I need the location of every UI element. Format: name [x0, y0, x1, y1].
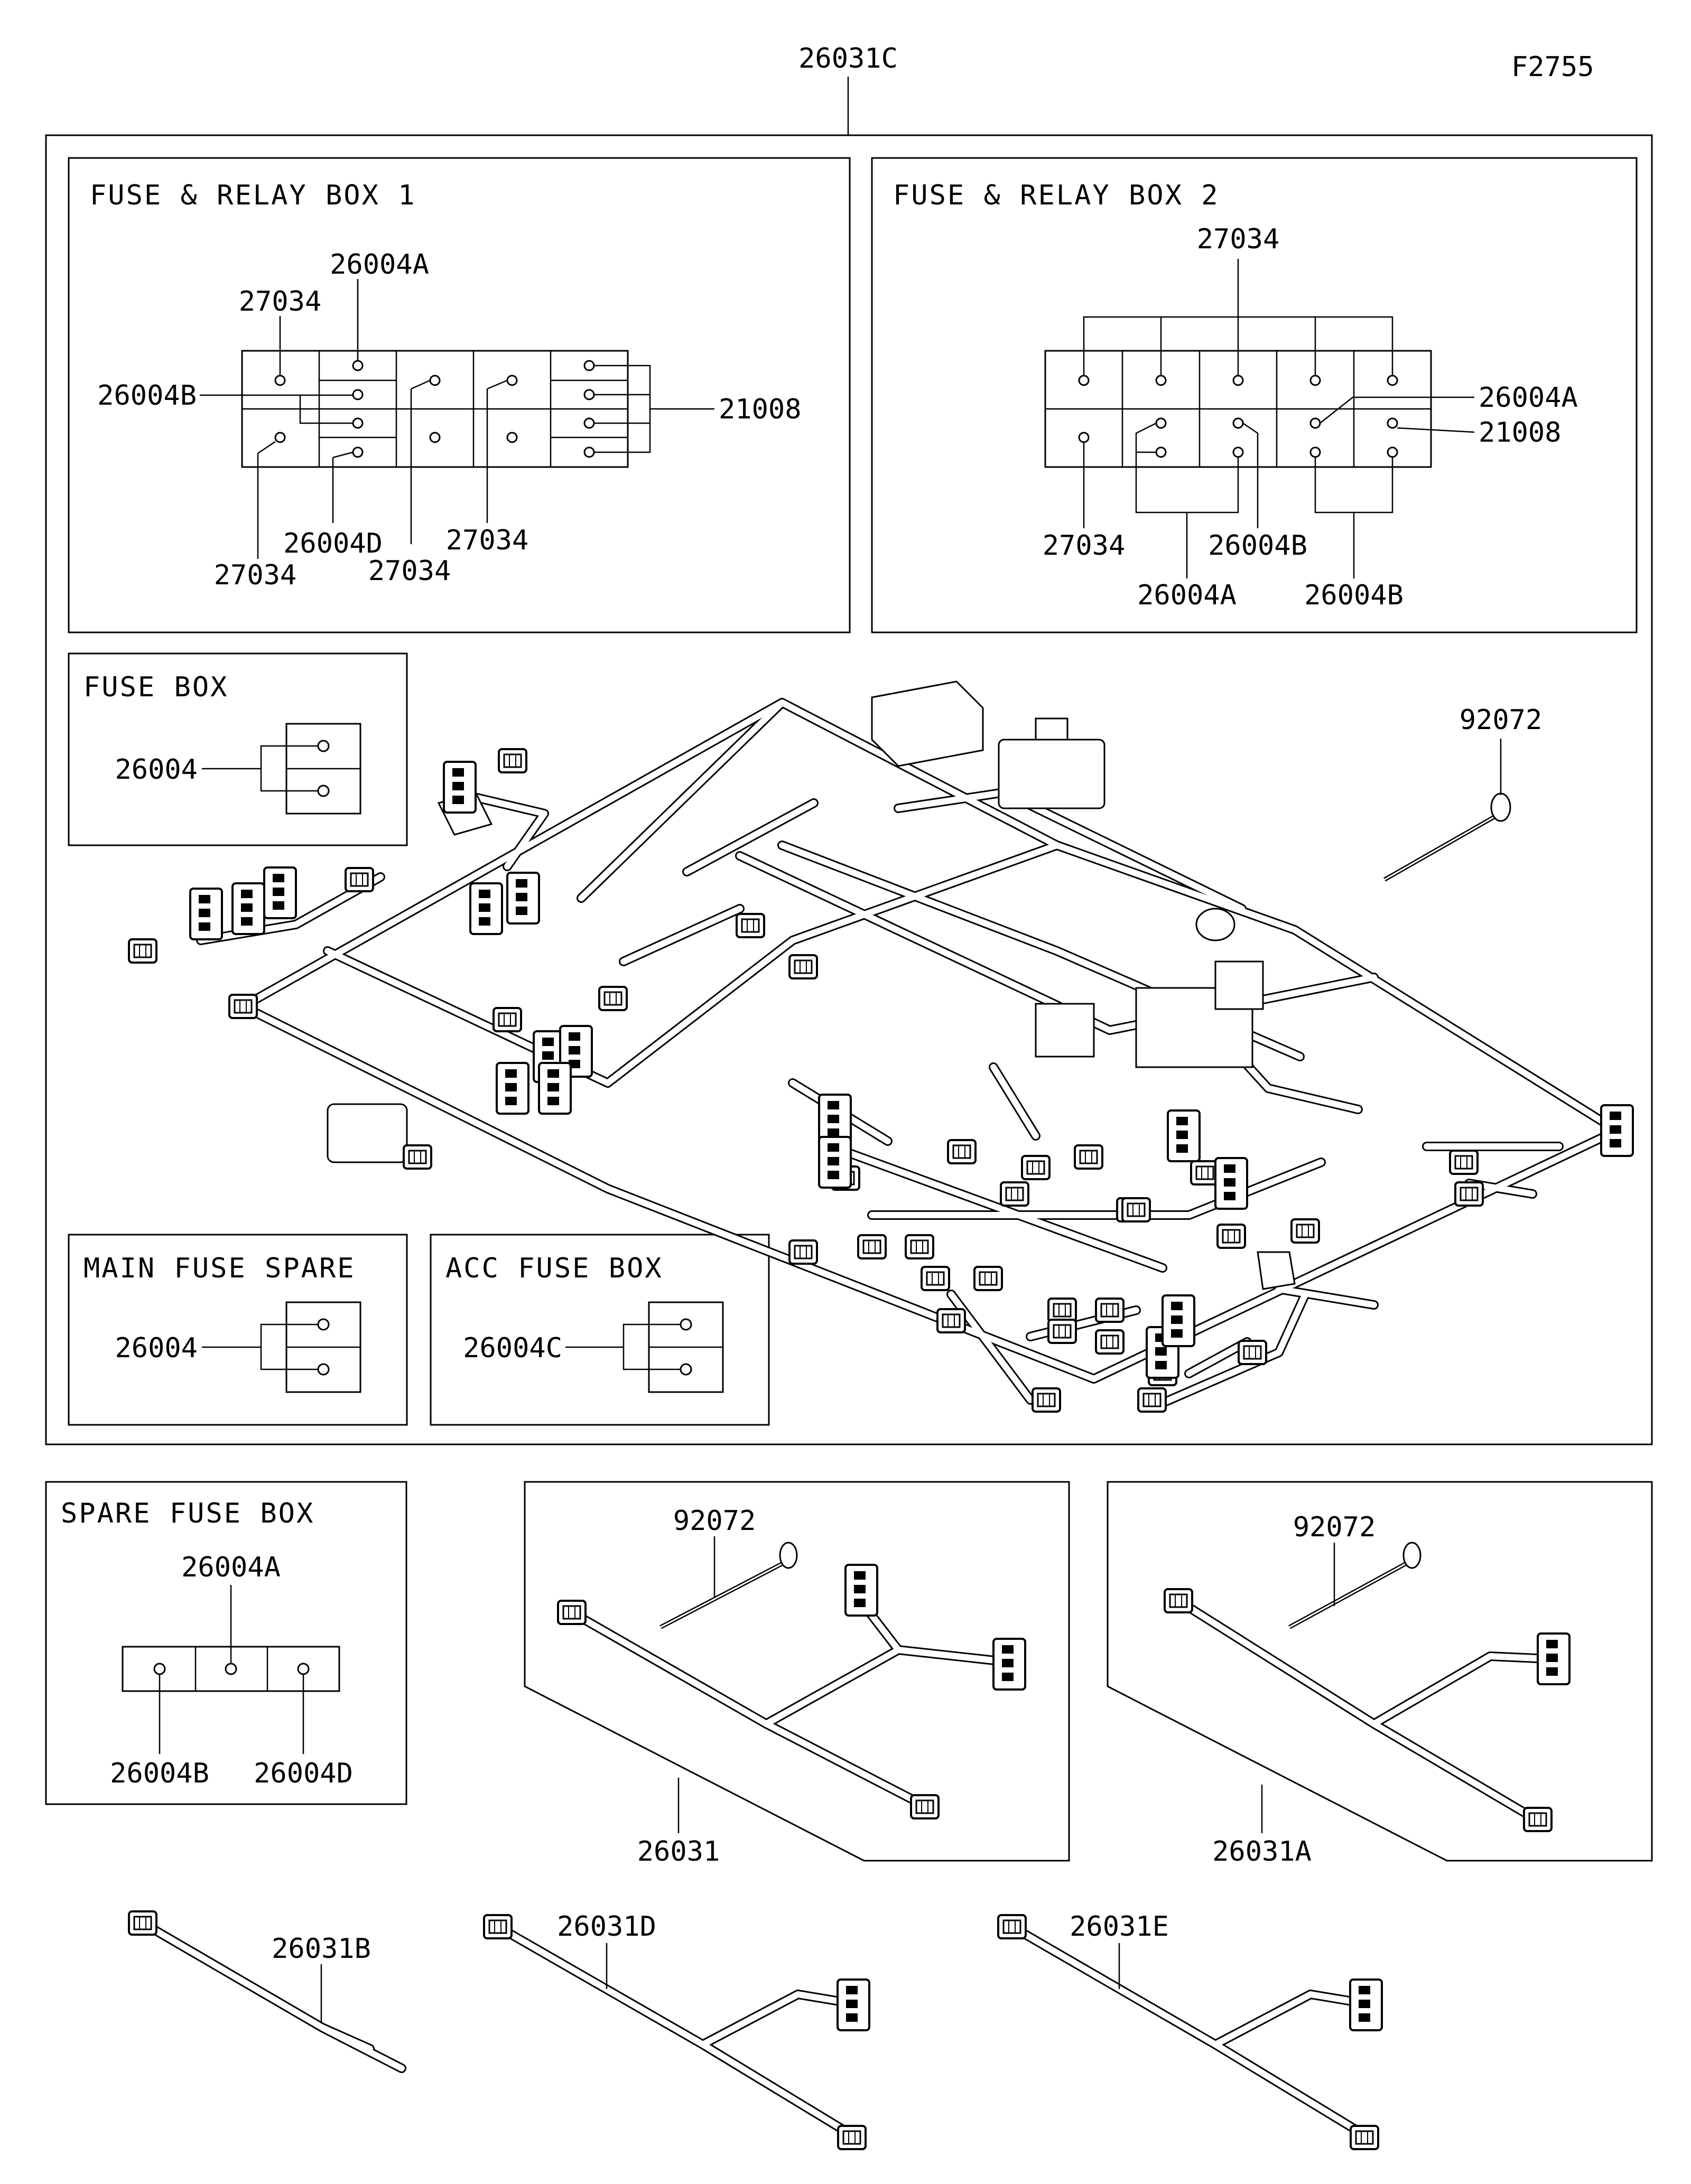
label-26031A: 26031A [1212, 1836, 1312, 1868]
main-fuse-spare: MAIN FUSE SPARE 26004 [68, 1234, 408, 1426]
label-26004A: 26004A [1479, 382, 1578, 414]
label-27034: 27034 [1197, 223, 1280, 255]
label-26004: 26004 [115, 1332, 198, 1364]
figure-code: F2755 [1511, 51, 1594, 83]
clamp-92072: 92072 [1383, 704, 1543, 882]
label-26004D: 26004D [254, 1758, 353, 1789]
label-27034: 27034 [368, 555, 451, 587]
sub-harness-26031D: 26031D [483, 1911, 870, 2150]
sub-harness-26031A: 92072 26031A [1107, 1481, 1653, 1868]
label-26031E: 26031E [1070, 1911, 1169, 1943]
fuse-relay-box-1-title: FUSE & RELAY BOX 1 [90, 180, 416, 211]
label-21008: 21008 [719, 394, 802, 425]
label-92072: 92072 [1293, 1511, 1376, 1543]
sub-harness-26031E: 26031E [997, 1911, 1383, 2150]
label-27034: 27034 [239, 286, 322, 318]
label-27034: 27034 [1043, 530, 1126, 562]
spare-fuse-box-title: SPARE FUSE BOX [61, 1498, 314, 1529]
label-26004D: 26004D [283, 528, 383, 559]
label-92072: 92072 [673, 1505, 756, 1537]
fuse-relay-box-2-title: FUSE & RELAY BOX 2 [893, 180, 1220, 211]
label-26004B: 26004B [97, 380, 197, 412]
fuse-relay-box-1: FUSE & RELAY BOX 1 [68, 157, 851, 633]
spare-fuse-box: SPARE FUSE BOX 26004A 26004B 26004D [45, 1481, 407, 1805]
main-assembly-label: 26031C [798, 43, 898, 74]
label-92072: 92072 [1460, 704, 1543, 736]
label-26031D: 26031D [557, 1911, 656, 1943]
label-27034: 27034 [214, 559, 297, 591]
label-26004A: 26004A [1137, 580, 1237, 611]
label-26004C: 26004C [463, 1332, 562, 1364]
label-26031: 26031 [637, 1836, 720, 1868]
label-26004B: 26004B [1304, 580, 1404, 611]
label-26004A: 26004A [330, 249, 429, 281]
sub-harness-26031: 92072 26031 [524, 1481, 1070, 1868]
label-26004: 26004 [115, 754, 198, 786]
label-27034: 27034 [446, 525, 529, 556]
label-21008: 21008 [1479, 417, 1562, 449]
label-26004B: 26004B [1208, 530, 1307, 562]
acc-fuse-box-title: ACC FUSE BOX [445, 1253, 663, 1284]
label-26004B: 26004B [110, 1758, 209, 1789]
fuse-relay-box-2: FUSE & RELAY BOX 2 [871, 157, 1638, 633]
label-26004A: 26004A [181, 1552, 281, 1583]
main-fuse-spare-title: MAIN FUSE SPARE [83, 1253, 356, 1284]
main-harness-frame [45, 134, 1653, 1445]
acc-fuse-box: ACC FUSE BOX 26004C [430, 1234, 770, 1426]
label-26031B: 26031B [272, 1933, 371, 1965]
sub-harness-26031B: 26031B [128, 1910, 406, 2073]
main-wire-harness: 92072 [128, 680, 1634, 1413]
fuse-box: FUSE BOX 26004 [68, 652, 408, 846]
fuse-box-title: FUSE BOX [83, 671, 228, 703]
